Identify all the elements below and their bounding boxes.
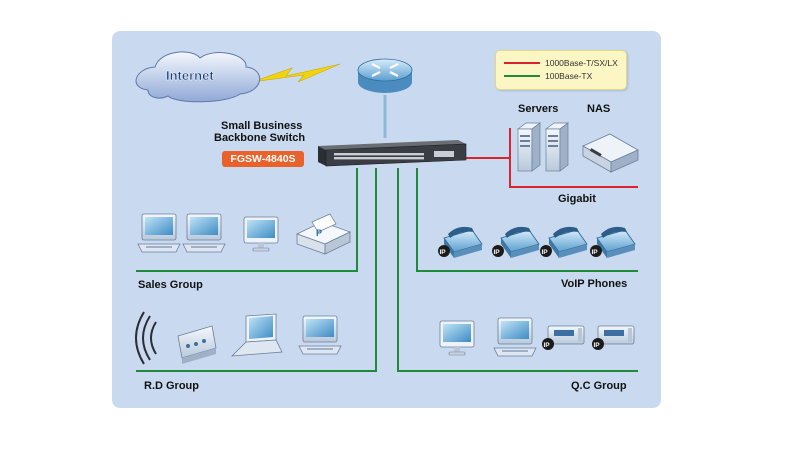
servers-label: Servers	[518, 103, 559, 115]
desktop-computer-icon	[493, 317, 537, 357]
desktop-computer-icon	[298, 315, 342, 355]
legend: 1000Base-T/SX/LX 100Base-TX	[495, 50, 627, 90]
ip-tag: IP	[440, 249, 447, 256]
wireless-access-point-icon	[177, 325, 217, 364]
ip-tag: IP	[494, 249, 501, 256]
wan-lightning-icon	[251, 63, 341, 83]
ip-tag: IP	[592, 249, 599, 256]
qc-group-label: Q.C Group	[571, 380, 627, 392]
internet-label: Internet	[166, 68, 214, 83]
desktop-computer-icon	[137, 213, 181, 253]
desktop-computer-icon	[182, 213, 226, 253]
fast-ethernet-links	[136, 168, 638, 372]
ip-tag: IP	[542, 249, 549, 256]
voip-gateway-icon: IP	[592, 325, 635, 350]
server-icon	[545, 122, 569, 172]
laptop-icon	[230, 313, 283, 357]
ip-phone-icon: IP	[438, 226, 483, 259]
gigabit-label: Gigabit	[558, 193, 596, 205]
wireless-signal-icon	[135, 311, 157, 365]
imac-computer-icon	[243, 216, 279, 252]
internet-cloud-icon	[135, 51, 261, 103]
voip-phones-label: VoIP Phones	[561, 278, 628, 290]
ip-phone-icon: IP	[590, 226, 636, 259]
gigabit-link	[465, 128, 638, 188]
nas-label: NAS	[587, 103, 611, 115]
server-icon	[517, 122, 541, 172]
switch-title-line1: Small Business	[221, 120, 303, 132]
legend-item-fast-ethernet: 100Base-TX	[504, 71, 592, 81]
legend-swatch-red	[504, 62, 540, 64]
ip-tag: IP	[594, 342, 601, 349]
printer-tag: P	[316, 228, 322, 238]
backbone-switch-icon	[318, 140, 467, 167]
nas-icon	[582, 133, 639, 173]
ip-phone-icon: IP	[540, 226, 588, 259]
rd-group-label: R.D Group	[144, 380, 199, 392]
legend-label: 100Base-TX	[545, 71, 593, 81]
ip-tag: IP	[544, 342, 551, 349]
switch-model-badge: FGSW-4840S	[222, 151, 304, 167]
legend-swatch-green	[504, 75, 540, 77]
printer-icon: P	[295, 213, 352, 255]
switch-title-line2: Backbone Switch	[214, 132, 306, 144]
imac-computer-icon	[439, 320, 475, 356]
legend-item-gigabit: 1000Base-T/SX/LX	[504, 58, 618, 68]
ip-phone-icon: IP	[492, 226, 540, 259]
router-icon	[357, 58, 413, 93]
sales-group-label: Sales Group	[138, 279, 203, 291]
legend-label: 1000Base-T/SX/LX	[545, 58, 618, 68]
voip-gateway-icon: IP	[542, 325, 585, 350]
